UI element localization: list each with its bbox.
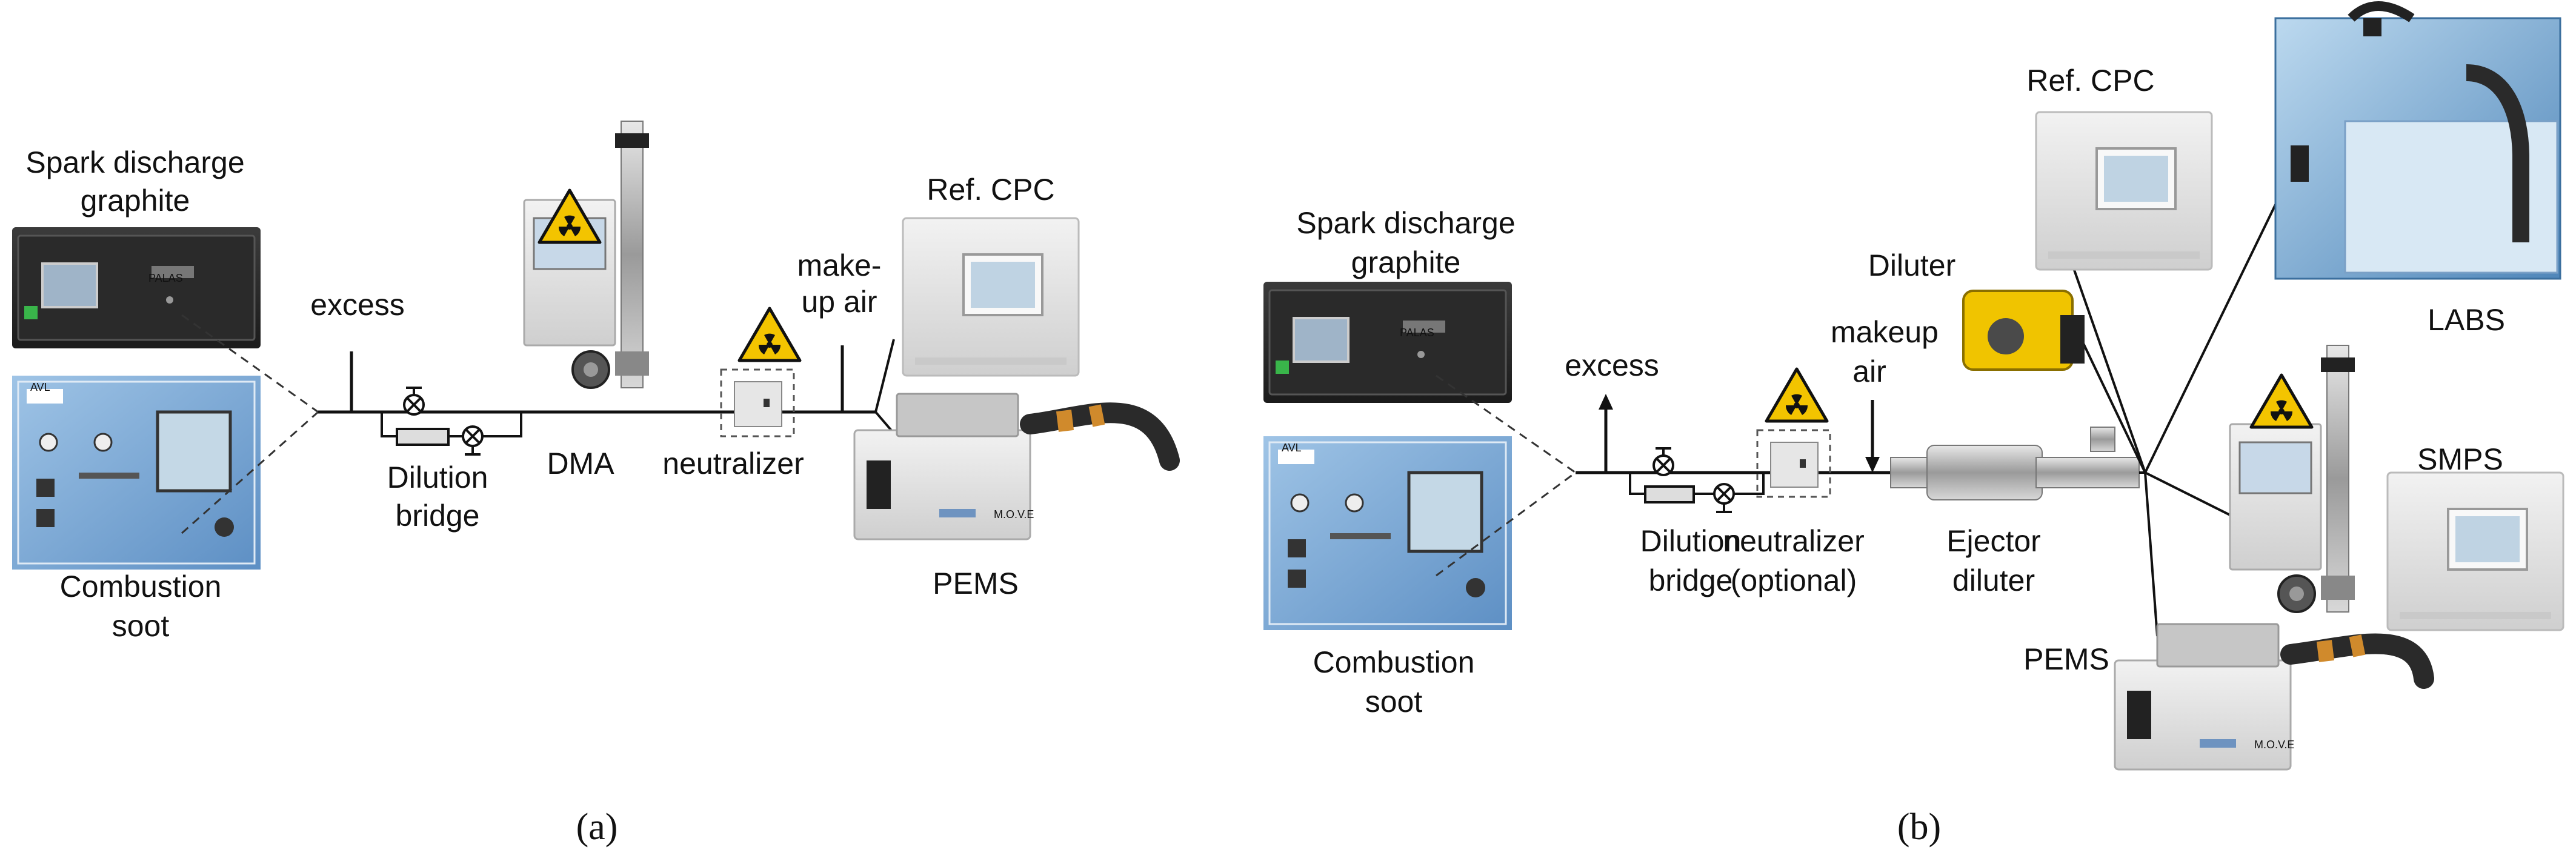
- neutralizer-label-line1: neutralizer: [1723, 524, 1864, 558]
- diluter-device: [1962, 290, 2085, 371]
- ejector-label-line2: diluter: [1952, 563, 2035, 597]
- labs-label: LABS: [2428, 303, 2505, 337]
- excess-label: excess: [1565, 348, 1659, 382]
- smps-dma-device: [2229, 344, 2356, 613]
- filter-icon: [396, 428, 450, 446]
- avl-logo: AVL: [30, 381, 50, 393]
- combustion-label-line2: soot: [1365, 685, 1423, 719]
- dilution-label-line1: Dilution: [387, 460, 488, 494]
- panel-a: Spark discharge graphite PALAS AVL Combu…: [11, 120, 1180, 848]
- ref-cpc-device: [902, 217, 1080, 377]
- ejector-label-line1: Ejector: [1946, 524, 2041, 558]
- caption-b: (b): [1897, 806, 1941, 848]
- valve-icon: [462, 425, 484, 447]
- labs-device: [2274, 1, 2561, 280]
- caption-a: (a): [576, 806, 618, 848]
- radiation-hazard-icon: [739, 308, 800, 361]
- dilution-label-line1: Dilution: [1640, 524, 1742, 558]
- pems-label: PEMS: [933, 567, 1019, 600]
- ejector-diluter-device: [1890, 427, 2140, 500]
- filter-icon: [1644, 485, 1695, 503]
- spark-label-line2: graphite: [81, 184, 190, 218]
- pems-label: PEMS: [2023, 642, 2109, 676]
- palas-logo: PALAS: [148, 272, 183, 284]
- spark-label-line1: Spark discharge: [1296, 206, 1515, 240]
- dilution-label-line2: bridge: [1649, 563, 1733, 597]
- radiation-hazard-icon: [1766, 369, 1827, 421]
- panel-b: Spark discharge graphite PALAS AVL Combu…: [1262, 1, 2564, 848]
- combustion-generator-device: [12, 376, 261, 570]
- refcpc-label: Ref. CPC: [927, 173, 1054, 207]
- spark-label-line2: graphite: [1351, 245, 1461, 279]
- combustion-label-line1: Combustion: [1313, 645, 1475, 679]
- valve-icon: [403, 394, 425, 416]
- neutralizer-label: neutralizer: [662, 447, 804, 480]
- valve-icon: [1652, 454, 1674, 476]
- neutralizer-device: [1756, 429, 1831, 498]
- avl-logo: AVL: [1282, 442, 1302, 454]
- refcpc-label: Ref. CPC: [2026, 64, 2154, 98]
- diluter-label: Diluter: [1868, 248, 1955, 282]
- combustion-label-line1: Combustion: [60, 570, 222, 603]
- radiation-hazard-icon: [2251, 375, 2312, 427]
- makeup-label-line2: up air: [801, 285, 877, 319]
- makeup-label-line1: make-: [797, 248, 882, 282]
- combustion-label-line2: soot: [112, 609, 170, 643]
- dma-device: [523, 120, 650, 389]
- spark-label-line1: Spark discharge: [25, 145, 244, 179]
- combustion-generator-device: [1263, 436, 1512, 630]
- neutralizer-label-line2: (optional): [1731, 563, 1857, 597]
- smps-cpc-device: [2386, 471, 2564, 631]
- smps-label: SMPS: [2417, 442, 2503, 476]
- dilution-label-line2: bridge: [396, 499, 480, 533]
- spark-generator-device: [1262, 281, 1513, 404]
- makeup-label-line1: makeup: [1831, 315, 1939, 349]
- dilution-bridge: [1629, 447, 1765, 513]
- move-logo: M.O.V.E: [2254, 739, 2294, 751]
- neutralizer-device: [720, 368, 795, 437]
- excess-label: excess: [310, 288, 405, 322]
- spark-generator-device: [11, 226, 262, 350]
- valve-icon: [1713, 483, 1735, 505]
- palas-logo: PALAS: [1400, 327, 1434, 339]
- dilution-bridge: [381, 387, 522, 456]
- dma-label: DMA: [547, 447, 614, 480]
- makeup-label-line2: air: [1852, 354, 1886, 388]
- ref-cpc-device: [2035, 111, 2213, 271]
- move-logo: M.O.V.E: [994, 508, 1034, 520]
